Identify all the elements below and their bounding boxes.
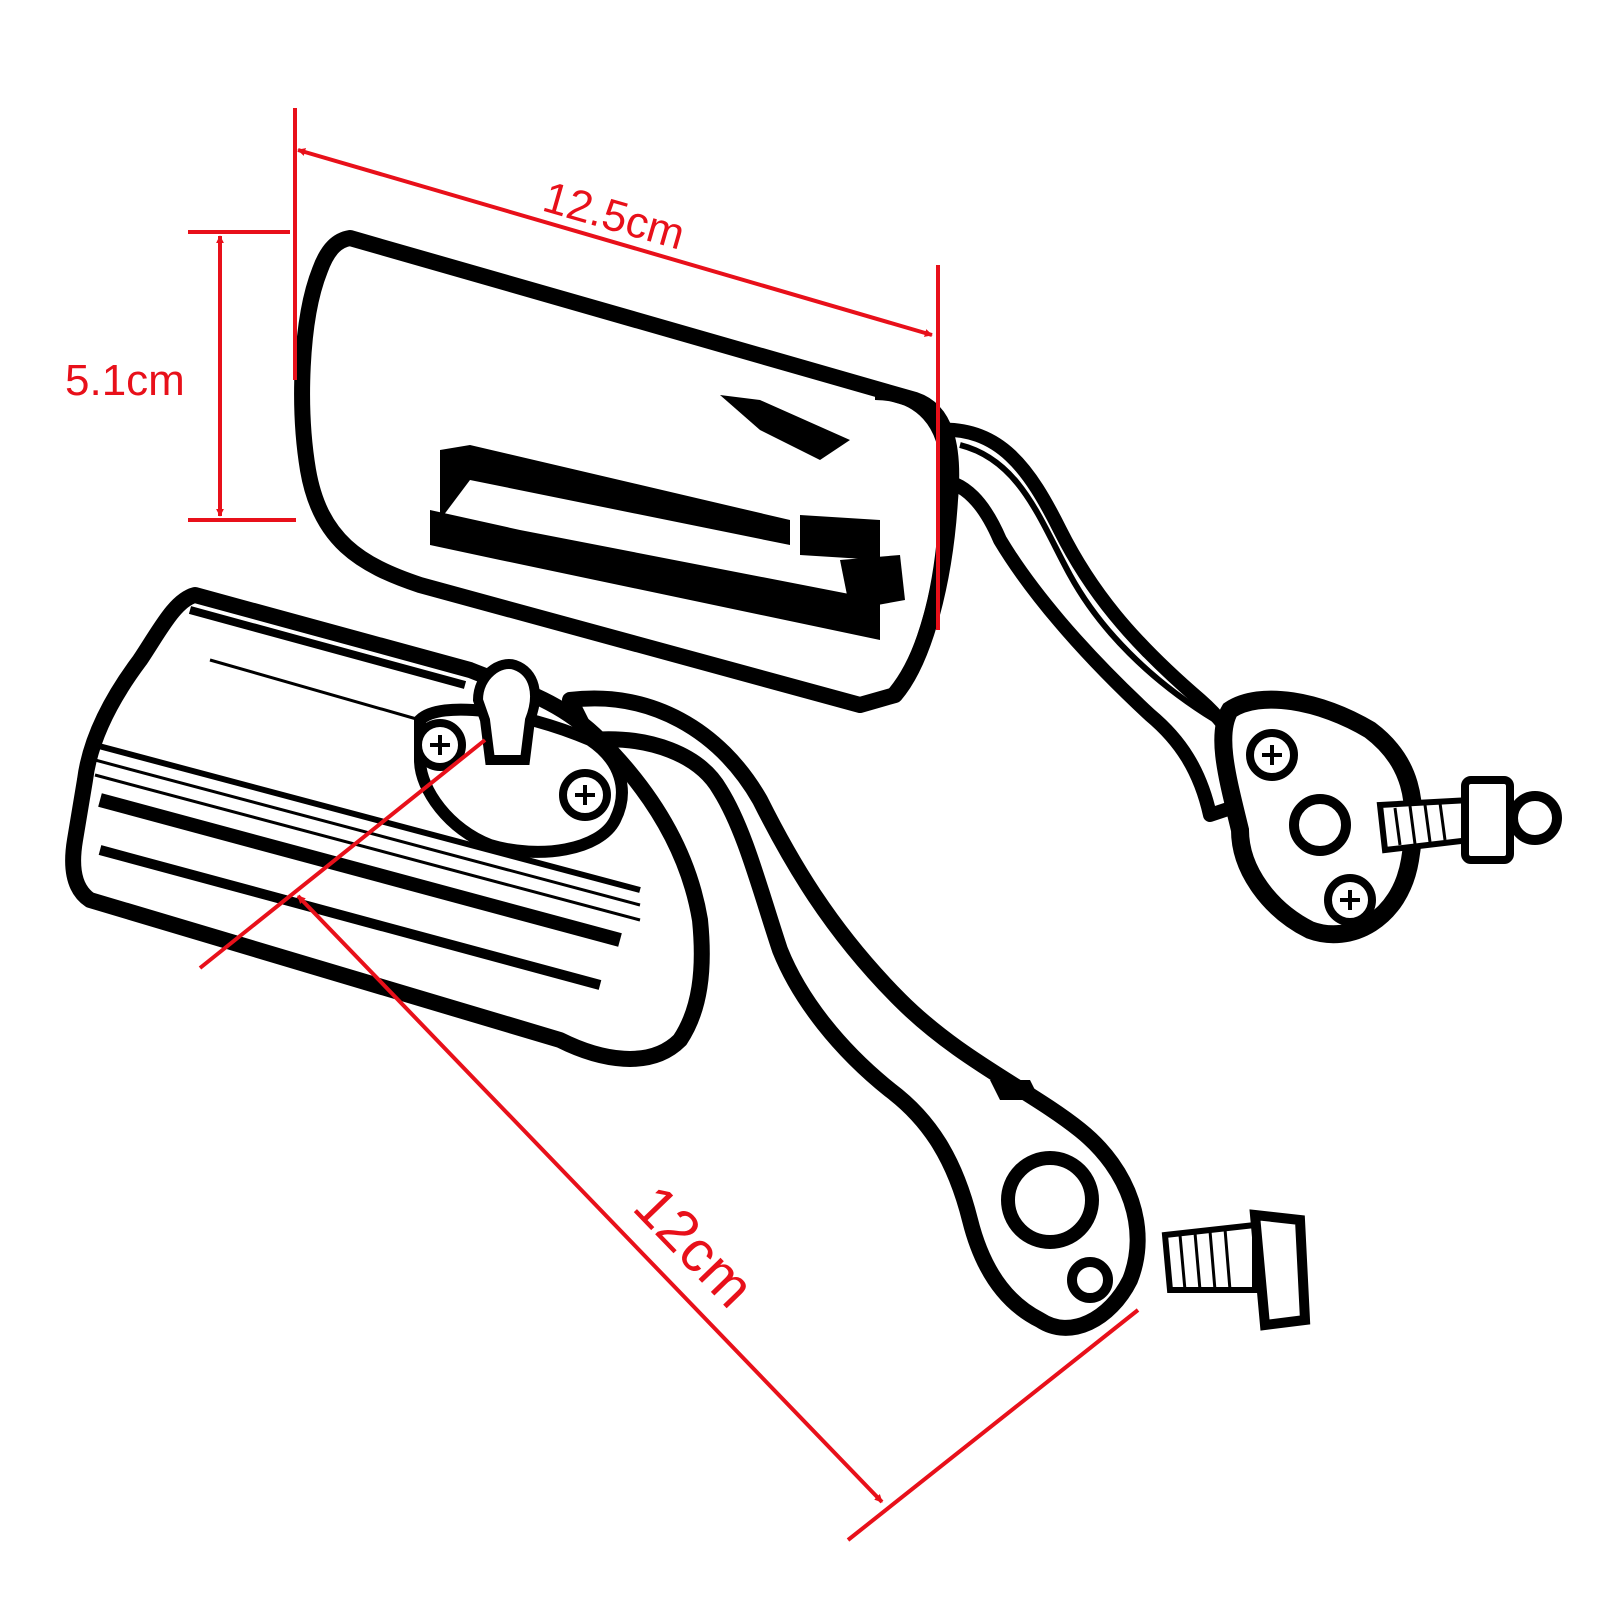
arm-extension-line-bottom [846, 1308, 1140, 1542]
mounting-bolt-icon [1376, 776, 1562, 864]
mirror-head-icon [294, 230, 960, 713]
phillips-screw-icon [1324, 874, 1376, 926]
phillips-screw-icon [1246, 729, 1298, 781]
phillips-screw-icon [414, 719, 466, 771]
width-dimension-arrow [297, 148, 933, 337]
arm-dimension-arrow [296, 894, 884, 1504]
arm-dimension-label: 12cm [621, 1173, 766, 1320]
arm-extension-line-top [198, 738, 487, 970]
width-dimension-label: 12.5cm [538, 173, 690, 260]
phillips-screw-icon [559, 769, 611, 821]
mirror-arm-icon [928, 422, 1262, 822]
mounting-hole-icon [1001, 1151, 1099, 1249]
mounting-bolt-icon [1161, 1209, 1311, 1331]
height-dimension-label: 5.1cm [65, 356, 185, 405]
